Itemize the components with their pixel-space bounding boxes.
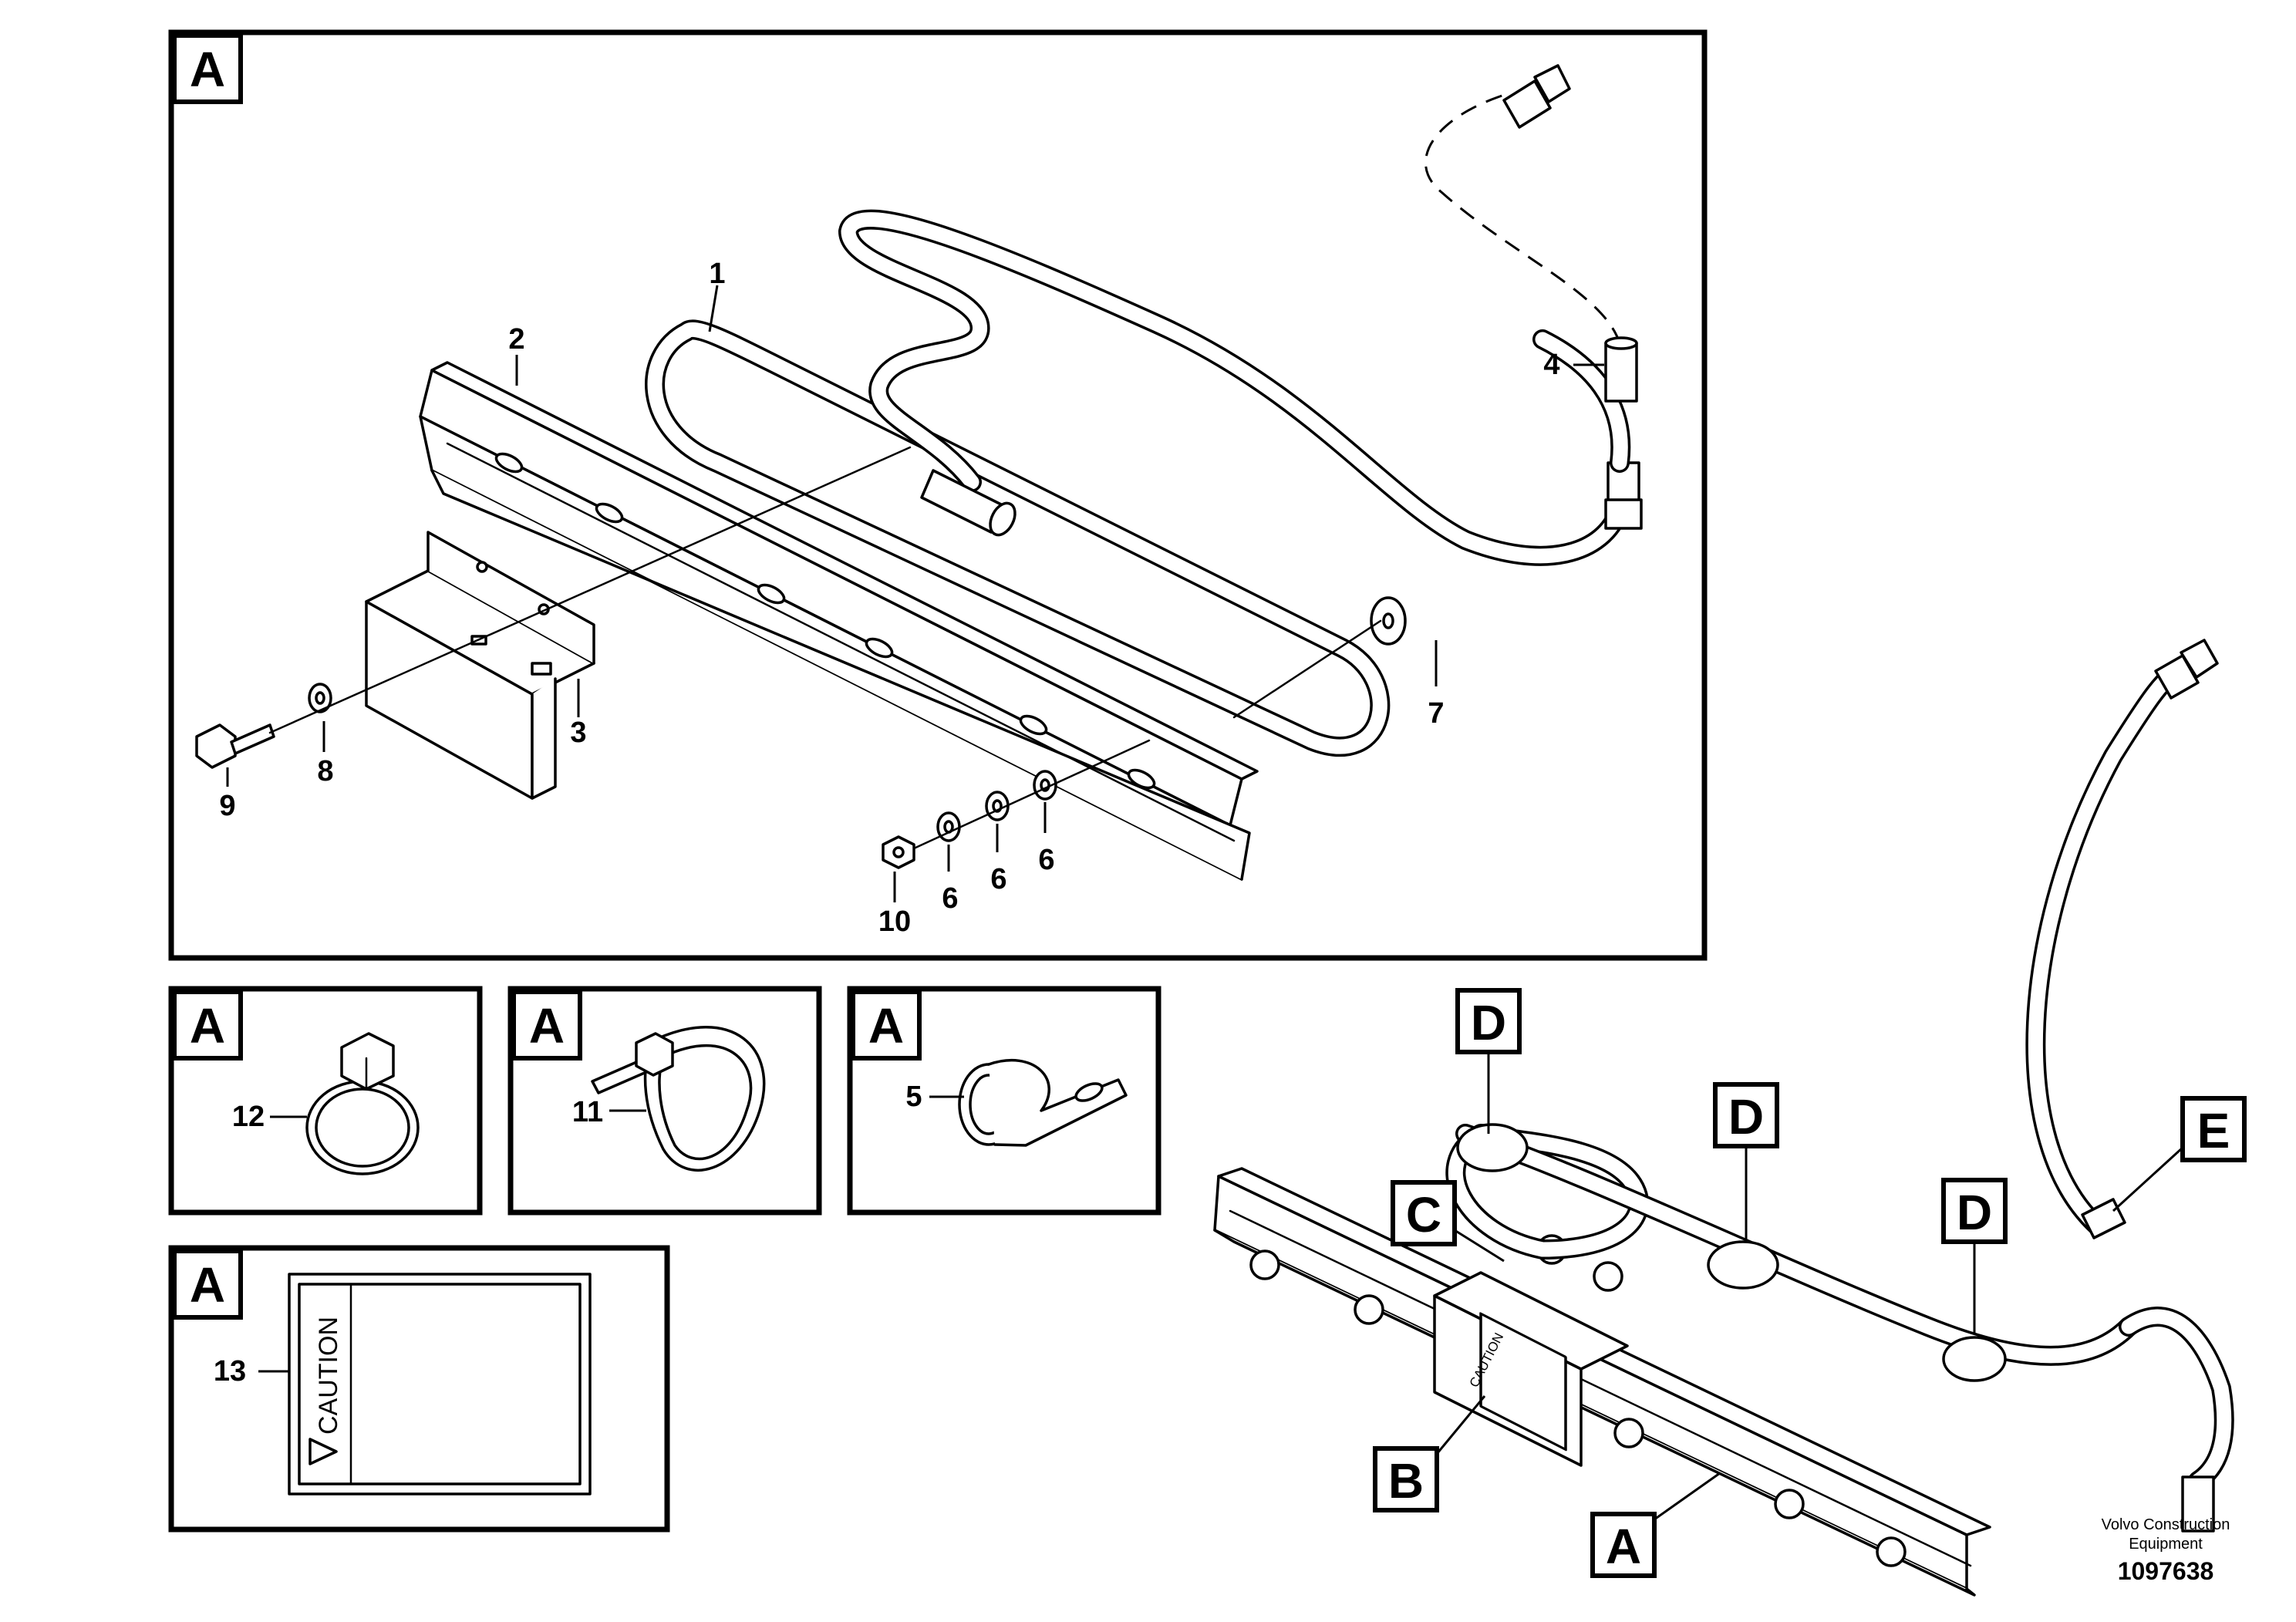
callout-d2: D [1728,1089,1764,1145]
detail-5-tag-box [851,990,922,1061]
label-2: 2 [508,323,524,356]
label-13: 13 [214,1355,246,1388]
callout-c: C [1406,1187,1441,1243]
label-6a: 6 [942,882,958,915]
main-tag: A [190,42,225,97]
detail-13-tag: A [190,1257,225,1313]
detail-11-tag-box [511,990,582,1061]
callout-e: E [2197,1103,2230,1158]
assembled-hose [1445,639,2234,1533]
assembled-bracket: CAUTION [1433,1271,1629,1467]
callout-c-box [1391,1180,1457,1246]
washers-part-6 [936,770,1057,842]
callout-d3: D [1957,1185,1992,1240]
callout-b: B [1388,1453,1424,1509]
label-5: 5 [905,1081,922,1113]
label-6b: 6 [990,863,1006,895]
detail-13-tag-box [172,1249,243,1320]
caution-decal-part-13: CAUTION [288,1273,592,1496]
detail-13-frame [168,1245,670,1533]
label-1: 1 [709,258,725,290]
detail-5-tag: A [868,998,904,1054]
detail-11-frame [507,986,822,1216]
credit-line-1: Volvo Construction [2102,1516,2230,1533]
label-6c: 6 [1038,844,1054,876]
detail-11-tag: A [529,998,565,1054]
cable-tie-ring-part-12 [305,1032,420,1175]
credit-line-2: Equipment [2129,1536,2203,1553]
label-11: 11 [572,1096,603,1128]
label-3: 3 [570,717,586,749]
tube-part-4 [1604,336,1638,403]
nut-part-10 [882,835,915,869]
callout-d1-box [1455,988,1522,1054]
label-12: 12 [232,1101,265,1133]
washer-part-7 [1370,596,1407,646]
callout-b-box [1373,1446,1439,1512]
label-4: 4 [1543,349,1559,381]
document-number: 1097638 [2118,1557,2214,1585]
callout-d3-box [1941,1178,2008,1244]
label-8: 8 [317,755,333,787]
main-frame [168,29,1708,961]
bracket-part-3 [365,531,595,800]
detail-12-frame [168,986,483,1216]
cable-tie-part-11 [591,1026,766,1172]
p-clamp-part-5 [958,1059,1128,1147]
detail-12-tag: A [190,998,225,1054]
main-tag-box [172,33,243,104]
callout-a: A [1606,1519,1641,1574]
label-7: 7 [1428,697,1444,730]
decal-caution-text: CAUTION [314,1317,343,1435]
callout-e-box [2180,1096,2247,1162]
detail-5-frame [847,986,1161,1216]
label-9: 9 [219,790,235,822]
washer-part-8 [308,683,332,713]
hose-loop-part-1 [645,64,1643,757]
label-10: 10 [878,905,911,938]
callout-d1: D [1471,995,1506,1050]
callout-a-box [1590,1512,1657,1578]
bolt-part-9 [195,723,275,769]
detail-12-tag-box [172,990,243,1061]
